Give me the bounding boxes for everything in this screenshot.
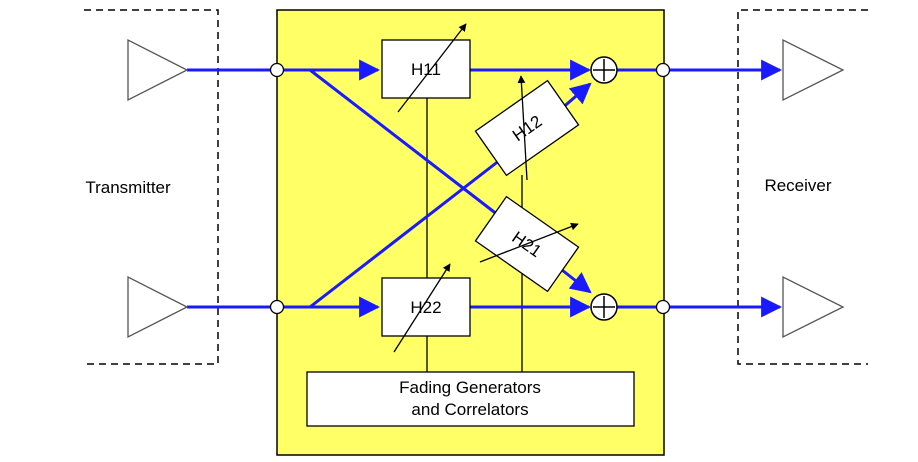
fading-generators-box: Fading Generators and Correlators [306, 371, 635, 427]
h11-block: H11 [381, 23, 471, 113]
transmitter-label: Transmitter [85, 178, 171, 197]
h11-label: H11 [411, 60, 441, 79]
output-node-1 [655, 62, 671, 78]
output-node-2 [655, 299, 671, 315]
input-node-2 [269, 299, 285, 315]
tx-antenna-1-icon [127, 38, 189, 102]
h21-variable-arrow-icon [479, 222, 579, 263]
transmitter-box [84, 9, 219, 365]
h11-variable-arrow-icon [397, 23, 467, 113]
h22-label: H22 [410, 298, 441, 317]
h22-block: H22 [381, 263, 471, 353]
signal-path-h21-to-sum [561, 268, 592, 294]
signal-path-cross-down [309, 68, 499, 217]
summing-junction-1 [590, 56, 618, 84]
rx-antenna-1-icon [782, 38, 845, 102]
fading-generators-line1: Fading Generators [399, 378, 541, 397]
h12-block: H12 [474, 79, 580, 177]
h22-variable-arrow-icon [393, 263, 451, 353]
input-node-1 [269, 62, 285, 78]
receiver-box [737, 9, 868, 365]
h12-variable-arrow-icon [517, 75, 528, 181]
signal-path-cross-up [309, 158, 501, 309]
rx-antenna-2-icon [782, 275, 845, 339]
tx-antenna-2-icon [127, 275, 189, 339]
fading-generators-line2: and Correlators [411, 400, 528, 419]
summing-junction-2 [590, 293, 618, 321]
receiver-label: Receiver [764, 176, 831, 195]
